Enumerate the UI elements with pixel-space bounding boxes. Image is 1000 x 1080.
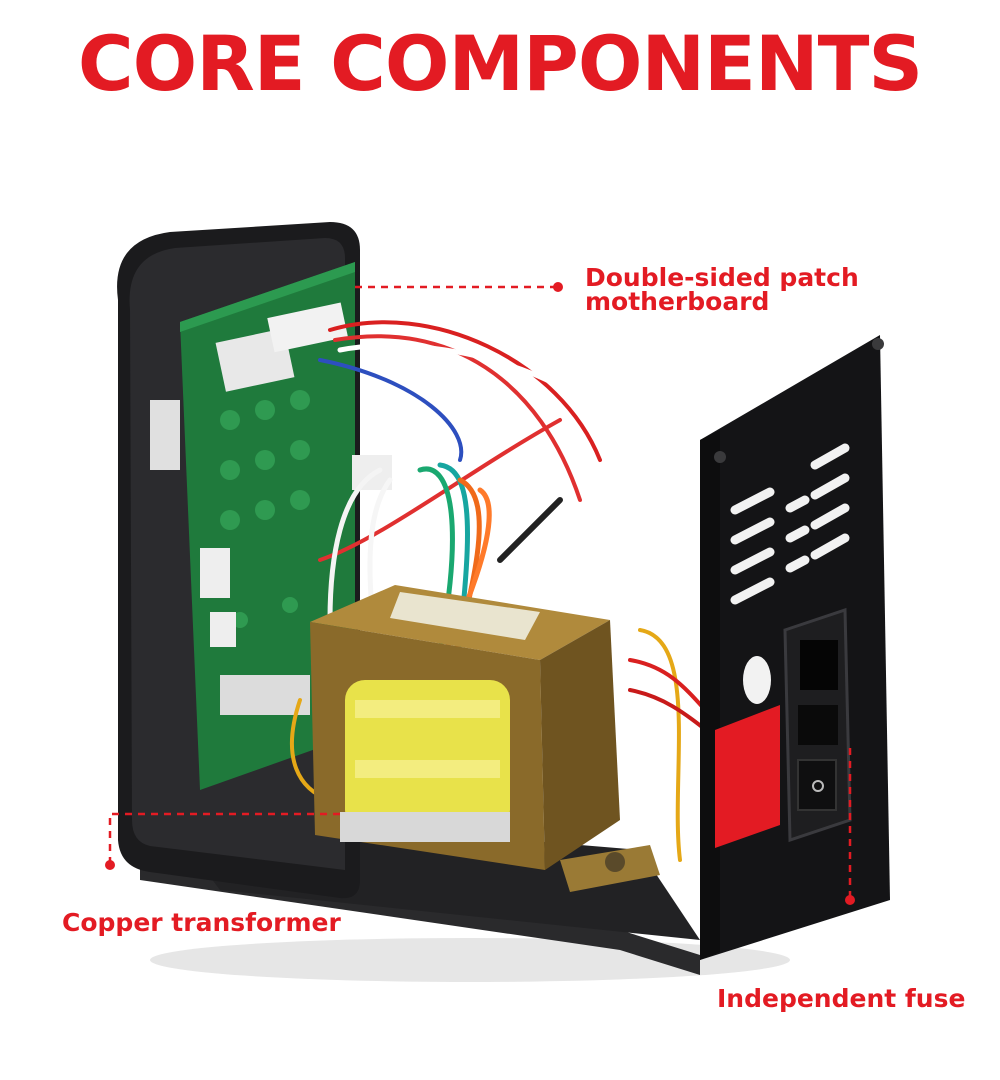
fuse-holder bbox=[798, 705, 838, 745]
motherboard-label: Double-sided patch motherboard bbox=[585, 263, 859, 316]
fuse-label: Independent fuse bbox=[717, 984, 966, 1013]
fuse-dot bbox=[845, 895, 855, 905]
transformer-dot bbox=[105, 860, 115, 870]
copper-transformer bbox=[310, 585, 660, 892]
page-title: CORE COMPONENTS bbox=[77, 19, 923, 108]
rocker-switch bbox=[797, 759, 837, 811]
callout-lines bbox=[108, 285, 852, 898]
back-panel bbox=[700, 335, 890, 960]
transformer-label: Copper transformer bbox=[62, 908, 341, 937]
motherboard-dot bbox=[553, 282, 563, 292]
transformer-leader bbox=[108, 812, 340, 862]
